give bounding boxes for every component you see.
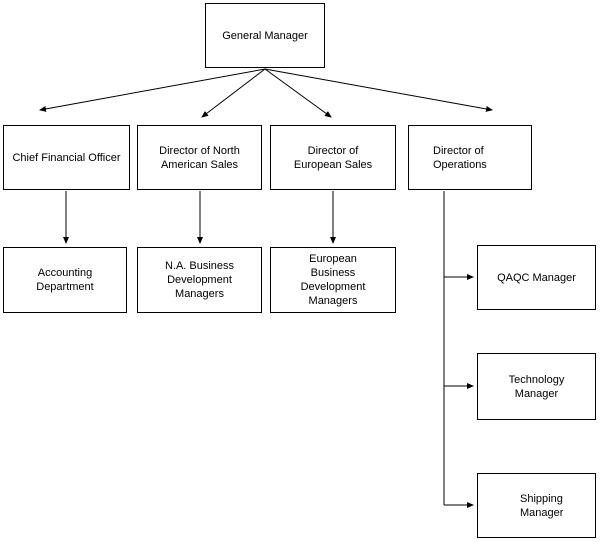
node-director-north-american-sales[interactable]: Director of North American Sales bbox=[137, 125, 262, 190]
node-director-european-sales[interactable]: Director of European Sales bbox=[270, 125, 396, 190]
connector-gm-to-director-operations bbox=[264, 68, 493, 112]
connector-gm-to-director-eu-sales bbox=[264, 68, 332, 118]
node-shipping-manager[interactable]: Shipping Manager bbox=[477, 473, 596, 538]
node-na-business-development-managers[interactable]: N.A. Business Development Managers bbox=[137, 247, 262, 313]
node-director-operations[interactable]: Director of Operations bbox=[408, 125, 532, 190]
node-qaqc-manager[interactable]: QAQC Manager bbox=[477, 245, 596, 310]
node-chief-financial-officer[interactable]: Chief Financial Officer bbox=[3, 125, 130, 190]
node-general-manager[interactable]: General Manager bbox=[205, 3, 325, 68]
connector-gm-to-director-na-sales bbox=[201, 68, 266, 118]
node-accounting-department[interactable]: Accounting Department bbox=[3, 247, 127, 313]
node-european-business-development-managers[interactable]: European Business Development Managers bbox=[270, 247, 396, 313]
connector-gm-to-cfo bbox=[39, 68, 266, 112]
node-technology-manager[interactable]: Technology Manager bbox=[477, 353, 596, 420]
